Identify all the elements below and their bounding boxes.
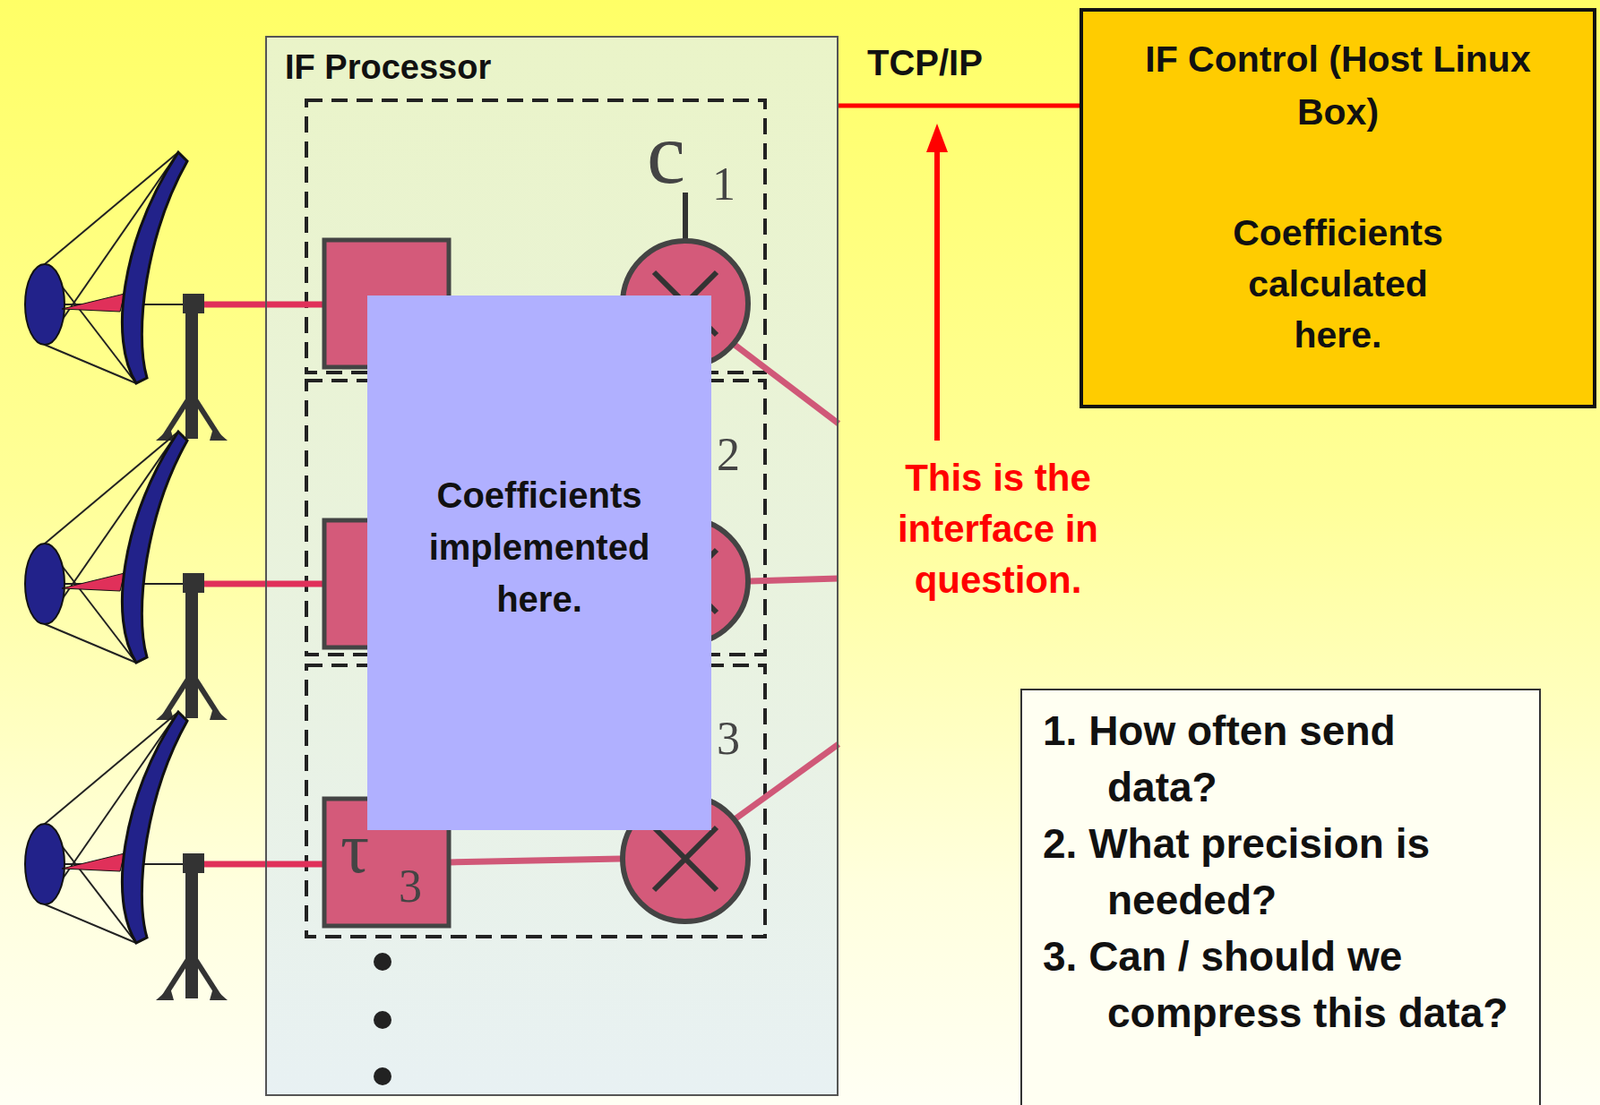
network-link [838,105,1080,107]
coefficient-symbol: c [646,110,686,198]
node-text: Coefficients calculated here. [1083,207,1593,362]
antenna-dish [25,712,228,1001]
antenna-dish [25,431,228,721]
node-text: Coefficients implemented here. [404,469,674,626]
delay-index: 3 [398,863,422,911]
coefficient-stem [682,192,689,240]
processor-box: IF ProcessorCoefficients implemented her… [265,35,839,1097]
coefficient-index: 2 [716,431,740,479]
node-text: IF Control (Host Linux Box) [1083,33,1593,139]
question-box: 1. How often send data?2. What precision… [1020,688,1541,1105]
node-text: 1. How often send data? [1042,703,1509,817]
processor-fill [265,35,839,1097]
node-text: 3. Can / should we compress this data? [1042,929,1509,1042]
implementation-box: Coefficients implemented here. [367,295,712,831]
callout-note: This is the interface in question. [877,452,1119,606]
control-box: IF Control (Host Linux Box) Coefficients … [1079,8,1597,409]
delay-symbol: τ [340,812,370,885]
pointer-arrow [926,123,948,441]
link-label: TCP/IP [867,44,983,81]
node-text: IF Processor [284,48,491,87]
antenna-dish [25,152,228,441]
continuation-dots [373,953,392,1086]
coefficient-index: 1 [712,161,736,208]
channel-outline [306,100,766,938]
node-text: 2. What precision is needed? [1042,816,1509,930]
coefficient-index: 3 [716,715,740,763]
